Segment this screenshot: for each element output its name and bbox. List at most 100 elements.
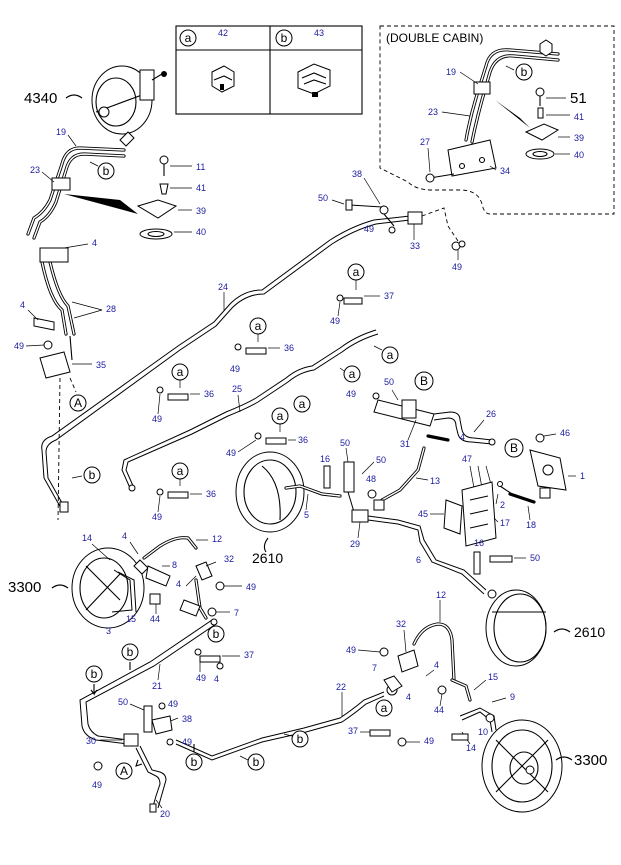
bubble-b-l4: b	[191, 755, 198, 769]
pipe-24: 24 b	[41, 215, 411, 513]
callout-4-e: 4	[176, 579, 181, 589]
callout-49-p: 49	[424, 736, 434, 746]
bubble-a-3: a	[177, 365, 184, 379]
callout-18: 18	[526, 520, 536, 530]
drum-front-left-3300: 3300 14 4 15 3 44	[8, 531, 161, 636]
parking-brake-group: 47 45 2 17 18	[418, 454, 536, 547]
bubble-a-8: a	[387, 348, 394, 362]
callout-50-f: 50	[118, 697, 128, 707]
callout-51-inset: 51	[570, 90, 587, 107]
callout-29: 29	[350, 539, 360, 549]
callout-14-a: 14	[82, 533, 92, 543]
callout-35: 35	[96, 360, 106, 370]
callout-14-b: 14	[466, 743, 476, 753]
callout-32-b: 32	[396, 619, 406, 629]
callout-19-inset: 19	[446, 67, 456, 77]
callout-44-b: 44	[434, 705, 444, 715]
clip-37-top: a 37 49	[330, 263, 394, 326]
bubble-a-4: a	[277, 409, 284, 423]
callout-49-c: 49	[452, 262, 462, 272]
callout-1: 1	[580, 471, 585, 481]
callout-37-c: 37	[348, 726, 358, 736]
ref-3300-left: 3300	[8, 579, 41, 596]
legend-part-a: 42	[218, 28, 228, 38]
bracket-35	[39, 351, 71, 379]
callout-37-b: 37	[244, 650, 254, 660]
callout-10: 10	[478, 727, 488, 737]
callout-4-d: 4	[122, 531, 127, 541]
bubble-b-l5: b	[253, 755, 260, 769]
callout-20: 20	[160, 809, 170, 819]
callout-50-b: 50	[384, 377, 394, 387]
callout-34-inset: 34	[500, 166, 510, 176]
callout-33: 33	[410, 241, 420, 251]
callout-49-l: 49	[168, 699, 178, 709]
callout-49-o: 49	[346, 645, 356, 655]
clip-36-b: a 36 49	[152, 363, 214, 424]
callout-40-inset: 40	[574, 150, 584, 160]
inset-title: (DOUBLE CABIN)	[386, 31, 483, 45]
callout-12-b: 12	[436, 590, 446, 600]
callout-4-f: 4	[214, 674, 219, 684]
callout-50-a: 50	[318, 193, 328, 203]
callout-26: 26	[486, 409, 496, 419]
center-hose-group: 16 50 50 48 29 13 6 16 50	[320, 438, 540, 595]
bubble-A-left: A	[74, 396, 82, 410]
callout-4-c: 4	[460, 432, 465, 442]
ref-4340: 4340	[24, 90, 57, 107]
callout-16-a: 16	[320, 454, 330, 464]
callout-49-d: 49	[330, 316, 340, 326]
callout-41-inset: 41	[574, 112, 584, 122]
front-right-hose-12: 12 32 49 7 4 4 44 15 9 10 14 a 37	[346, 590, 515, 753]
callout-2: 2	[500, 500, 505, 510]
callout-45: 45	[418, 509, 428, 519]
callout-49-i: 49	[346, 389, 356, 399]
valve-31-group: B 50 49 26 31 4	[346, 371, 496, 449]
double-cabin-inset: (DOUBLE CABIN) b 19 23 27 34 51	[379, 25, 615, 215]
callout-47: 47	[462, 454, 472, 464]
callout-49-m: 49	[182, 737, 192, 747]
callout-49-f: 49	[152, 414, 162, 424]
callout-4-g: 4	[434, 660, 439, 670]
callout-38-b: 38	[182, 714, 192, 724]
ref-2610-left: 2610	[252, 550, 283, 566]
callout-39-inset: 39	[574, 133, 584, 143]
callout-49-h: 49	[152, 512, 162, 522]
junction-33: 33 50 38 49 49	[318, 169, 466, 272]
callout-3: 3	[106, 626, 111, 636]
pipes-19-23: 19 23 b 11 41 39 40	[26, 127, 206, 240]
callout-41: 41	[196, 183, 206, 193]
callout-7-a: 7	[234, 608, 239, 618]
callout-36-a: 36	[284, 343, 294, 353]
callout-24: 24	[218, 282, 228, 292]
bubble-a-7: a	[349, 367, 356, 381]
callout-46: 46	[560, 428, 570, 438]
callout-49-j: 49	[246, 582, 256, 592]
callout-49-b: 49	[364, 224, 374, 234]
legend-letter-a: a	[185, 31, 192, 45]
callout-25: 25	[232, 384, 242, 394]
bubble-b-l6: b	[297, 732, 304, 746]
bubble-a-5: a	[177, 464, 184, 478]
bubble-b-inset: b	[521, 65, 528, 79]
pipe-25: 25 a a a	[121, 329, 399, 492]
bubble-A-bottom: A	[120, 764, 128, 778]
clip-a-drawing	[211, 65, 235, 93]
bubble-b-l3: b	[213, 627, 220, 641]
callout-22: 22	[336, 682, 346, 692]
rear-cylinder-1: B 46 1	[504, 428, 585, 499]
ref-3300-right: 3300	[574, 752, 607, 769]
callout-50-e: 50	[530, 553, 540, 563]
front-left-hose-12: 12 8 32 4 49 7	[133, 534, 256, 620]
hoses-28: 4 28 4 49 35 A	[14, 238, 116, 521]
callout-44-a: 44	[150, 614, 160, 624]
bubble-B-right: B	[510, 441, 518, 455]
clip-37-lower: 37 49 4	[194, 648, 254, 684]
callout-4-b: 4	[20, 300, 25, 310]
legend-bubble-b	[275, 29, 293, 47]
bracket-34	[447, 139, 497, 177]
bubble-a-1: a	[353, 265, 360, 279]
callout-12-a: 12	[212, 534, 222, 544]
callout-19: 19	[56, 127, 66, 137]
